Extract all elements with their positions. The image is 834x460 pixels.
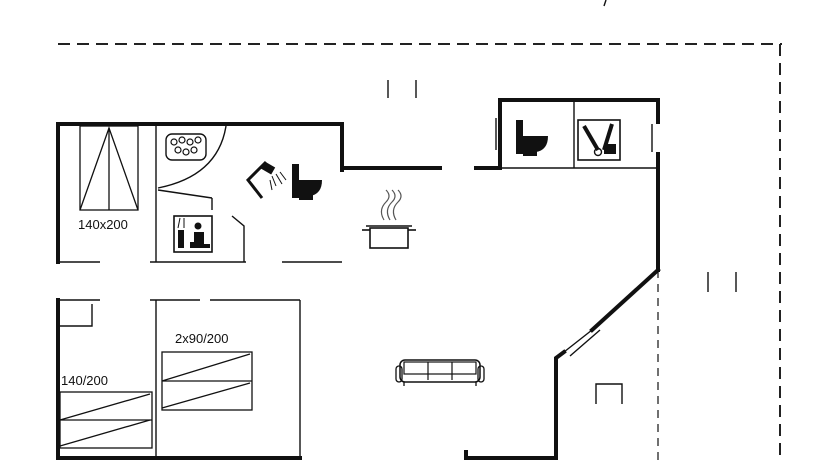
shower-icon xyxy=(246,160,287,199)
sauna-icon xyxy=(173,215,213,253)
bed-twin-label: 2x90/200 xyxy=(175,331,229,346)
toilet-icon xyxy=(516,120,548,156)
window-markers xyxy=(387,80,737,292)
terrace-boundary xyxy=(58,0,782,460)
bed-bottom-left: 140/200 xyxy=(59,373,153,449)
bed-top-left-label: 140x200 xyxy=(78,217,128,232)
sofa-icon xyxy=(395,359,485,386)
bed-bottom-left-label: 140/200 xyxy=(61,373,108,388)
kitchen-pot-icon xyxy=(362,189,416,249)
utility-tools-icon xyxy=(577,119,621,161)
walls xyxy=(56,98,661,460)
jacuzzi-icon xyxy=(165,133,207,161)
bed-top-left: 140x200 xyxy=(78,125,139,232)
bed-twin: 2x90/200 xyxy=(161,331,253,411)
toilet-icon xyxy=(292,164,322,200)
